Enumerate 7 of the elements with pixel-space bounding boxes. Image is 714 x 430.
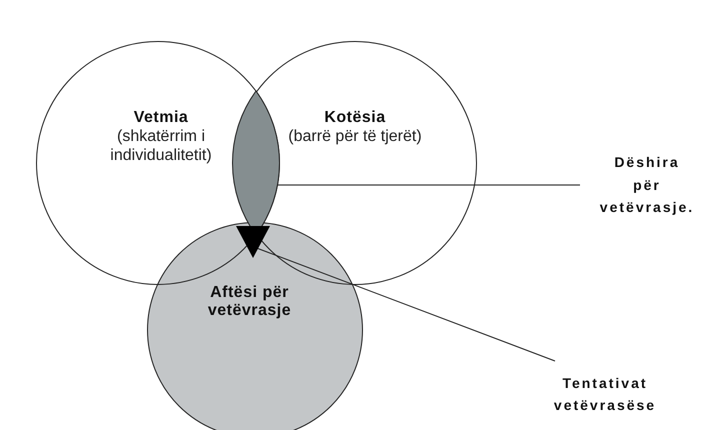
callout-text: Tentativat vetëvrasëse xyxy=(552,374,658,415)
circle-heading: Kotësia xyxy=(324,109,386,127)
circle-description: (barrë për të tjerët) xyxy=(288,127,422,146)
callout-text: Dëshira për vetëvrasje. xyxy=(598,153,696,218)
circle-heading: Aftësi për vetëvrasje xyxy=(206,284,292,320)
circle-heading: Vetmia xyxy=(134,109,188,127)
circle-description: (shkatërrim i individualitetit) xyxy=(109,127,213,166)
